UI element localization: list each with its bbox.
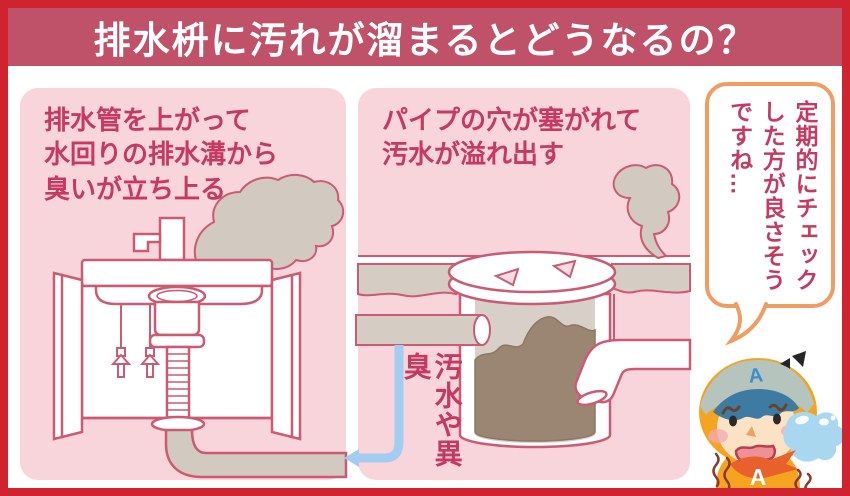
drainage-pit-illustration xyxy=(344,164,692,467)
drain-trap-icon xyxy=(147,285,207,433)
speech-bubble-tail xyxy=(724,302,768,346)
eyes xyxy=(729,413,781,427)
worried-child-character: A A xyxy=(699,351,842,490)
hat-letter: A xyxy=(747,364,764,387)
drain-pit-body xyxy=(458,292,612,449)
panel-pit-heading: パイプの穴が塞がれて 汚水が溢れ出す xyxy=(382,105,642,170)
hair-fringe xyxy=(713,389,799,421)
pit-lid xyxy=(447,250,617,306)
stench-wisp-icon xyxy=(612,164,681,260)
nose xyxy=(746,426,756,437)
trembling-marks xyxy=(712,452,812,488)
inlet-pipe xyxy=(355,314,491,346)
cabinet-door-left xyxy=(52,271,84,441)
panel-sink-smell: 排水管を上がって 水回りの排水溝から 臭いが立ち上る xyxy=(20,88,348,480)
speech-bubble: 定期的にチェック した方が良さそう ですね… xyxy=(705,82,835,308)
chest-letter: A xyxy=(750,464,767,490)
faucet-icon xyxy=(132,216,186,262)
page-title: 排水枡に汚れが溜まるとどうなるの？ xyxy=(93,20,757,61)
panel-sink-heading: 排水管を上がって 水回りの排水溝から 臭いが立ち上る xyxy=(44,105,279,204)
flow-label: 汚水や異臭 xyxy=(400,352,463,468)
sludge xyxy=(474,316,596,442)
ground-soil xyxy=(357,263,691,298)
panel-pit-overflow: パイプの穴が塞がれて 汚水が溢れ出す xyxy=(344,88,692,480)
hood-bow-icon xyxy=(778,351,806,370)
drain-pipe xyxy=(164,428,348,479)
scarf xyxy=(730,450,798,479)
cabinet-door-right xyxy=(270,271,302,441)
supply-hose-icons xyxy=(110,304,161,378)
sink-illustration xyxy=(52,174,348,479)
eyebrows xyxy=(721,403,788,415)
title-bar: 排水枡に汚れが溜まるとどうなるの？ xyxy=(8,8,842,66)
earmuff-icon xyxy=(783,411,842,462)
speech-bubble-text: 定期的にチェック した方が良さそう ですね… xyxy=(726,100,818,292)
outlet-pipe xyxy=(574,338,692,407)
backflow-arrow xyxy=(344,345,404,467)
